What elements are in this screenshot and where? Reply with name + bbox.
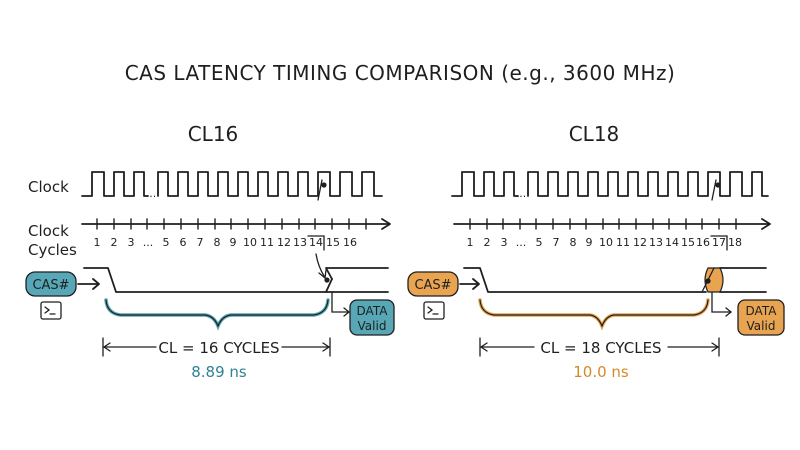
tick-label: 7 [197, 236, 204, 249]
latency-brace-cl18 [478, 298, 710, 331]
panel-cl18: CL18 ... 1 2 3 ... 5 7 8 9 10 11 12 13 1… [407, 122, 785, 381]
cas-signal-cl18 [463, 267, 707, 293]
tick-label: 1 [94, 236, 101, 249]
clock-marker-dot-cl16 [321, 182, 327, 188]
data-valid-bus-cl18 [719, 267, 767, 293]
cl-dimension-heads-cl16 [102, 342, 331, 352]
tick-label: 5 [536, 236, 543, 249]
highlight-box-cl18 [710, 235, 728, 251]
cycle-ticks-cl16 [96, 218, 367, 230]
tick-label: 8 [214, 236, 221, 249]
tick-label: 10 [243, 236, 257, 249]
tick-label: 2 [111, 236, 118, 249]
tick-label: 12 [277, 236, 291, 249]
data-valid-line2-cl16: Valid [358, 319, 387, 333]
tick-label: 10 [599, 236, 613, 249]
cycle-axis-arrow-cl16 [381, 218, 391, 230]
cycle-tick-labels-cl18: 1 2 3 ... 5 7 8 9 10 11 12 13 14 15 16 1… [467, 236, 743, 249]
tick-label: 3 [501, 236, 508, 249]
tick-label: 13 [649, 236, 663, 249]
data-valid-bus-cl16 [325, 267, 389, 293]
clock-ellipsis-cl18: ... [516, 187, 527, 200]
tick-label: 6 [180, 236, 187, 249]
latency-time-cl16: 8.89 ns [191, 363, 247, 381]
data-valid-line2-cl18: Valid [747, 319, 776, 333]
clock-ellipsis-cl16: ... [146, 187, 157, 200]
data-valid-connector-head-cl16 [343, 307, 351, 317]
clock-marker-dot-cl18 [715, 182, 721, 188]
clock-marker-cl18 [711, 179, 717, 201]
diagram-title: CAS LATENCY TIMING COMPARISON (e.g., 360… [125, 61, 676, 85]
tick-label: 18 [728, 236, 742, 249]
latency-brace-cl16 [104, 298, 330, 331]
clock-label: Clock [28, 178, 69, 196]
cl-dimension-heads-cl18 [479, 342, 720, 352]
clock-waveform-cl18 [451, 171, 769, 197]
latency-brace-outline-cl18 [479, 299, 709, 328]
terminal-icon [40, 301, 62, 320]
clock-marker-cl16 [317, 179, 323, 201]
tick-label: 13 [293, 236, 307, 249]
data-valid-dot-cl18 [705, 278, 711, 284]
clock-waveform-cl16 [81, 171, 383, 197]
tick-label: 16 [696, 236, 710, 249]
data-valid-line1-cl16: DATA [357, 304, 389, 318]
clock-cycles-label-line1: Clock [28, 222, 69, 240]
cas-tag-text-cl18: CAS# [414, 278, 451, 293]
latency-brace-outline-cl16 [105, 299, 329, 328]
tick-label: 3 [128, 236, 135, 249]
tick-label: 11 [616, 236, 630, 249]
data-arrow-cl16 [315, 253, 325, 277]
cycle-axis-arrow-cl18 [761, 218, 771, 230]
data-valid-tag-cl18: DATA Valid [737, 299, 785, 336]
data-valid-line1-cl18: DATA [746, 304, 778, 318]
cas-arrow-head-cl18 [472, 278, 480, 290]
clock-cycles-label-line2: Cycles [28, 241, 77, 259]
data-valid-connector-head-cl18 [725, 307, 733, 317]
cl-label-cl18: CL = 18 CYCLES [540, 339, 661, 357]
tick-label: 14 [665, 236, 679, 249]
data-arrow-head-cl16 [318, 269, 327, 280]
data-valid-connector-cl16 [331, 291, 349, 313]
cycle-ticks-cl18 [469, 218, 737, 230]
tick-label: 7 [553, 236, 560, 249]
tick-label: ... [516, 236, 527, 249]
tick-label: 15 [326, 236, 340, 249]
data-valid-tag-cl16: DATA Valid [349, 299, 395, 336]
tick-label: ... [143, 236, 154, 249]
tick-label: 15 [681, 236, 695, 249]
tick-label: 2 [484, 236, 491, 249]
tick-label: 8 [570, 236, 577, 249]
tick-label: 17 [712, 236, 726, 249]
data-valid-dot-cl16 [324, 277, 330, 283]
tick-label: 5 [163, 236, 170, 249]
panel-title-cl16: CL16 [188, 122, 239, 146]
cas-tag-cl18: CAS# [407, 271, 459, 297]
panel-title-cl18: CL18 [569, 122, 620, 146]
tick-label: 11 [260, 236, 274, 249]
tick-label: 9 [230, 236, 237, 249]
latency-time-cl18: 10.0 ns [573, 363, 629, 381]
tick-label: 9 [586, 236, 593, 249]
cl-label-cl16: CL = 16 CYCLES [158, 339, 279, 357]
cas-tag-text-cl16: CAS# [32, 278, 69, 293]
panel-cl16: CL16 Clock Clock Cycles ... 1 2 3 ... 5 … [25, 122, 395, 381]
data-valid-connector-cl18 [711, 291, 731, 313]
cas-tag-cl16: CAS# [25, 271, 77, 297]
highlight-box-cl16 [307, 235, 325, 251]
tick-label: 14 [309, 236, 323, 249]
cas-arrow-head-cl16 [92, 278, 100, 290]
cycle-tick-labels-cl16: 1 2 3 ... 5 6 7 8 9 10 11 12 13 14 15 16 [94, 236, 358, 249]
tick-label: 16 [343, 236, 357, 249]
terminal-icon [423, 301, 445, 320]
tick-label: 1 [467, 236, 474, 249]
tick-label: 12 [633, 236, 647, 249]
cas-signal-cl16 [83, 267, 333, 293]
